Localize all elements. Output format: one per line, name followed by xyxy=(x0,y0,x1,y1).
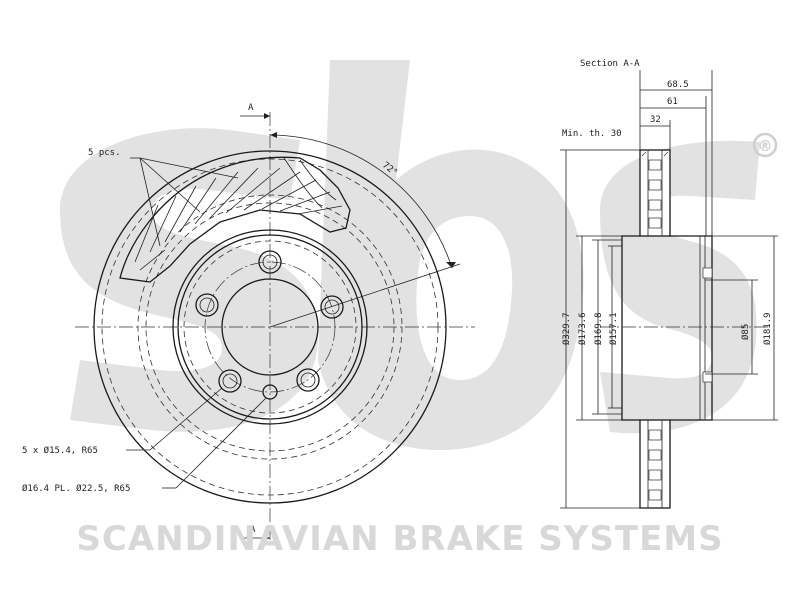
hat-inner-dashed xyxy=(183,240,357,414)
disc-outer-edge xyxy=(93,150,447,504)
thickness-dimensions: 68.5 61 32 xyxy=(639,70,713,236)
hat-step-edge xyxy=(177,234,363,420)
disc-outer-dashed xyxy=(101,158,439,496)
brand-wordmark: SCANDINAVIAN BRAKE SYSTEMS xyxy=(76,519,723,559)
section-marker-top: A xyxy=(240,103,270,119)
bolt-hole xyxy=(195,293,219,317)
dia-hat-flange-label: Ø181.9 xyxy=(762,312,773,345)
vent-count-callout: 5 pcs. xyxy=(88,148,239,247)
section-marker-bottom: A xyxy=(240,525,270,541)
angle-dimension: 72° xyxy=(269,132,461,328)
disc-front-view: 72° A A 5 pcs. 5 x Ø15.4, R65 xyxy=(22,103,475,541)
dia-hat-inner-label: Ø157.1 xyxy=(608,312,619,345)
bolt-hole xyxy=(258,250,282,274)
bolt-pitch-circle xyxy=(204,261,336,393)
friction-ring-top xyxy=(639,149,671,237)
vent-count-label: 5 pcs. xyxy=(88,148,121,158)
pilot-hole-label: Ø16.4 PL. Ø22.5, R65 xyxy=(22,483,130,494)
dia-center-bore-label: Ø85 xyxy=(740,324,751,340)
vent-inner-dashed xyxy=(145,202,395,452)
bolt-holes-label: 5 x Ø15.4, R65 xyxy=(22,445,98,456)
hat-section xyxy=(621,235,713,421)
pilot-hole-callout: Ø16.4 PL. Ø22.5, R65 xyxy=(22,397,267,494)
bolt-hole xyxy=(320,295,344,319)
dia-outer-label: Ø329.7 xyxy=(561,312,572,345)
friction-inner-dashed xyxy=(137,194,403,460)
registered-trademark-icon: ® xyxy=(752,132,778,158)
svg-text:A: A xyxy=(250,525,256,535)
diameter-dimensions: Ø329.7 Ø173.6 Ø169.8 Ø157.1 Ø85 Ø181.9 xyxy=(561,150,775,508)
svg-text:A: A xyxy=(248,103,254,113)
bolt-hole xyxy=(296,368,320,392)
trademark-symbol: ® xyxy=(758,137,773,155)
bolt-hole xyxy=(218,369,242,393)
bolt-holes-callout: 5 x Ø15.4, R65 xyxy=(22,387,223,456)
dim-hat-height-label: 61 xyxy=(667,97,678,107)
extension-lines xyxy=(560,149,778,509)
pilot-hole xyxy=(262,384,278,400)
vent-vane-cutaway xyxy=(119,156,351,283)
bolt-holes xyxy=(195,250,344,400)
hat-outer-edge xyxy=(172,229,368,425)
dim-disc-thickness-label: 32 xyxy=(650,115,661,125)
dia-friction-inner-label: Ø173.6 xyxy=(577,312,588,345)
section-title: Section A-A xyxy=(580,59,640,69)
min-thickness-label: Min. th. 30 xyxy=(562,129,622,139)
section-view: Section A-A Min. th. 30 xyxy=(560,59,778,509)
center-bore xyxy=(221,278,319,376)
dim-overall-height-label: 68.5 xyxy=(667,80,689,90)
friction-ring-bottom xyxy=(639,419,671,509)
dia-hat-outer-label: Ø169.8 xyxy=(593,312,604,345)
